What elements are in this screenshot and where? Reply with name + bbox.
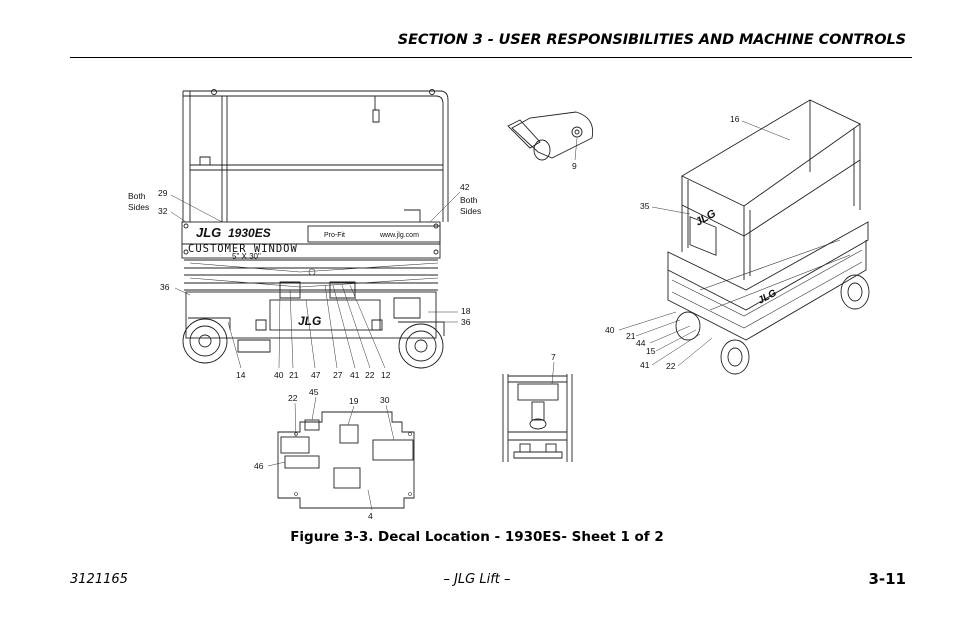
label-36-right: 36	[461, 317, 471, 327]
cylinder-detail-drawing	[507, 111, 594, 161]
label-both-sides-left-1: Both	[128, 191, 146, 201]
front-view-drawing: JLG 1930ES CUSTOMER WINDOW 5" X 30" Pro-…	[170, 89, 461, 369]
label-30: 30	[380, 395, 390, 405]
iso-jlg-panel-logo: JLG	[694, 207, 719, 228]
label-12: 12	[381, 370, 391, 380]
label-both-sides-right-1: Both	[460, 195, 478, 205]
label-21: 21	[289, 370, 299, 380]
label-22: 22	[365, 370, 375, 380]
label-15: 15	[646, 346, 656, 356]
label-40: 40	[274, 370, 284, 380]
label-both-sides-right-2: Sides	[460, 206, 481, 216]
chassis-plate-drawing	[267, 396, 415, 511]
label-41: 41	[350, 370, 360, 380]
label-plate-22: 22	[288, 393, 298, 403]
label-36-left: 36	[160, 282, 170, 292]
header-rule	[70, 57, 912, 58]
footer-center: – JLG Lift –	[443, 572, 511, 587]
label-45: 45	[309, 387, 319, 397]
label-42: 42	[460, 182, 470, 192]
chassis-jlg-logo: JLG	[298, 314, 321, 328]
label-both-sides-left-2: Sides	[128, 202, 149, 212]
decal-profit: Pro-Fit	[324, 232, 345, 239]
label-46: 46	[254, 461, 264, 471]
label-iso-40: 40	[605, 325, 615, 335]
figure-caption: Figure 3-3. Decal Location - 1930ES- She…	[290, 529, 664, 545]
label-27: 27	[333, 370, 343, 380]
label-iso-41: 41	[640, 360, 650, 370]
decal-customer-size: 5" X 30"	[232, 252, 261, 261]
label-47: 47	[311, 370, 321, 380]
section-title: SECTION 3 - USER RESPONSIBILITIES AND MA…	[397, 32, 906, 48]
control-box-detail-drawing	[502, 361, 573, 462]
label-7: 7	[551, 352, 556, 362]
footer-doc-number: 3121165	[70, 572, 128, 587]
label-16: 16	[730, 114, 740, 124]
label-32: 32	[158, 206, 168, 216]
label-14: 14	[236, 370, 246, 380]
isometric-view-drawing: JLG JLG	[618, 99, 870, 375]
decal-jlg-logo: JLG	[196, 225, 221, 240]
label-29: 29	[158, 188, 168, 198]
label-iso-22: 22	[666, 361, 676, 371]
footer-page-number: 3-11	[868, 570, 906, 588]
decal-website: www.jlg.com	[379, 232, 419, 239]
decal-model: 1930ES	[228, 226, 271, 240]
label-35: 35	[640, 201, 650, 211]
label-4: 4	[368, 511, 373, 521]
label-9: 9	[572, 161, 577, 171]
label-iso-21: 21	[626, 331, 636, 341]
label-19: 19	[349, 396, 359, 406]
decal-customer-window: CUSTOMER WINDOW	[188, 243, 298, 255]
label-18: 18	[461, 306, 471, 316]
label-44: 44	[636, 338, 646, 348]
